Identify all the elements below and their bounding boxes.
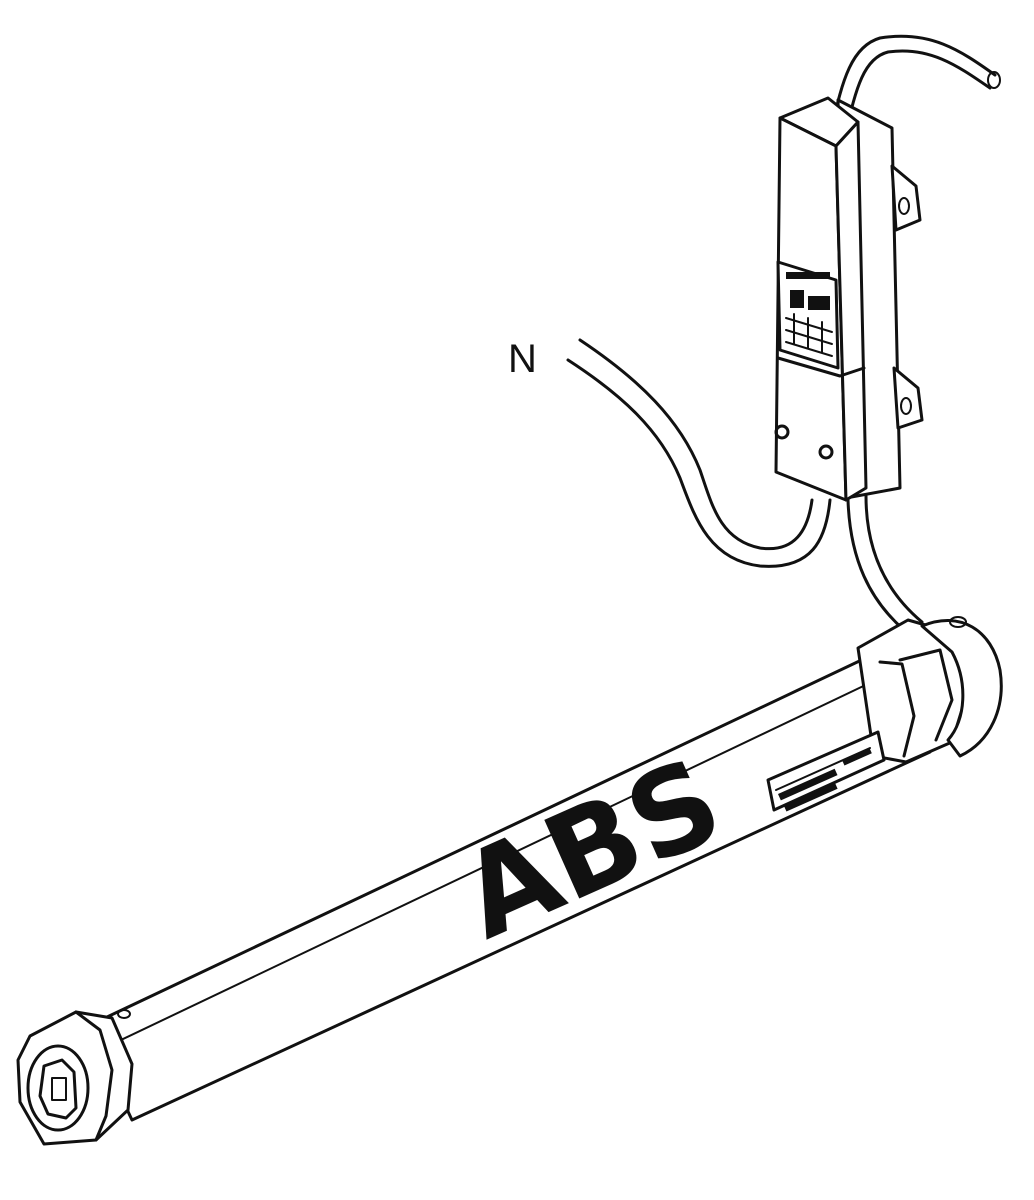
- motor-rating-markings: [775, 747, 872, 812]
- box-label-markings: [785, 272, 833, 357]
- n-cable: [566, 338, 832, 568]
- control-box: [774, 96, 924, 632]
- wire-label-n: N: [508, 337, 537, 381]
- brand-label: ABS: [441, 731, 740, 965]
- tubular-motor: ABS: [16, 616, 1003, 1146]
- top-cable: [830, 34, 1001, 134]
